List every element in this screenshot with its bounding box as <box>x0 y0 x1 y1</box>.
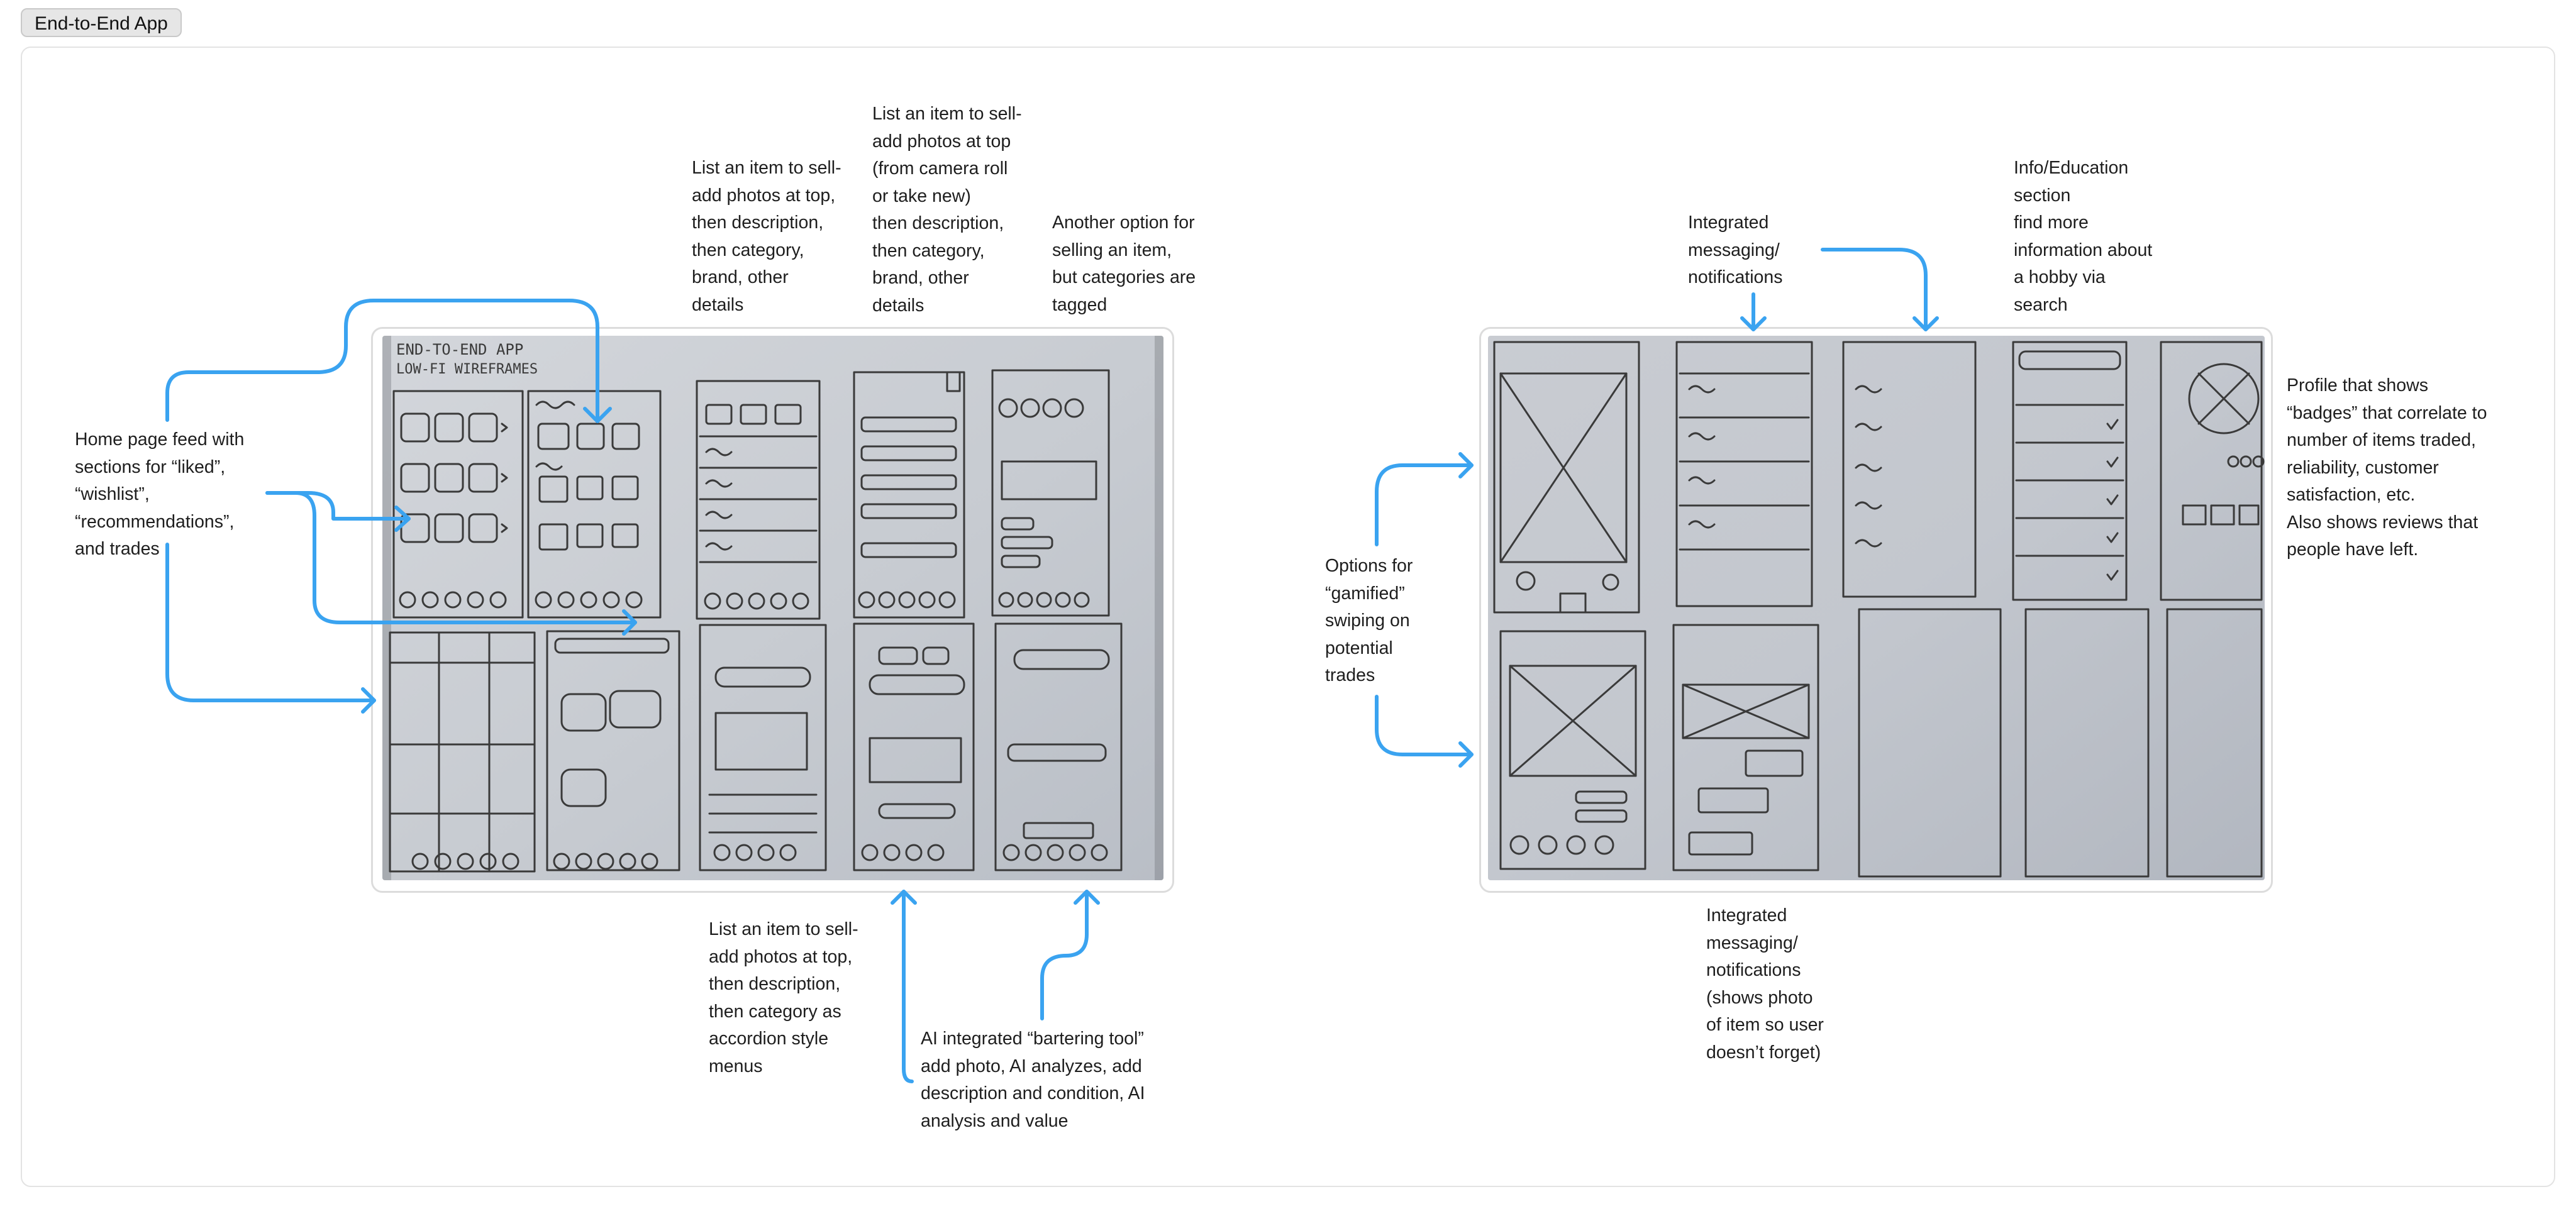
sketch-title-line1: END-TO-END APP <box>396 341 523 358</box>
left-sketch-svg: END-TO-END APP LOW-FI WIREFRAMES <box>382 336 1163 880</box>
wireframe-accordion <box>699 624 827 871</box>
note-another-option: Another option for selling an item, but … <box>1052 213 1196 315</box>
wireframe-blank-2 <box>2024 608 2150 878</box>
wireframe-blank-3 <box>2166 608 2263 878</box>
note-profile-badges: Profile that shows “badges” that correla… <box>2287 375 2487 560</box>
note-home-feed: Home page feed with sections for “liked”… <box>75 429 245 559</box>
note-list-item-1: List an item to sell- add photos at top,… <box>692 158 841 315</box>
wireframe-list-item-1 <box>696 380 821 620</box>
wireframe-info-education <box>2012 341 2128 601</box>
sketch-title-line2: LOW-FI WIREFRAMES <box>396 362 538 377</box>
note-ai-bartering-tool: AI integrated “bartering tool” add photo… <box>921 1029 1145 1131</box>
right-sketch-svg <box>1488 336 2265 880</box>
wireframe-tagged-categories <box>991 369 1110 617</box>
wireframe-profile <box>2160 341 2263 601</box>
note-list-item-2: List an item to sell- add photos at top … <box>872 104 1022 316</box>
paper-background <box>1488 336 2265 880</box>
wireframe-ai-bartering <box>853 622 975 871</box>
wireframe-messaging-photo <box>1672 624 1819 871</box>
note-accordion: List an item to sell- add photos at top,… <box>709 919 858 1076</box>
wireframe-list-item-2 <box>853 371 965 619</box>
note-gamified-swiping: Options for “gamified” swiping on potent… <box>1325 556 1413 685</box>
wireframe-ai-value <box>994 622 1123 871</box>
wireframe-gamified-swipe-2 <box>1499 630 1646 870</box>
section-title-tab[interactable]: End-to-End App <box>21 8 182 37</box>
right-wireframe-photo <box>1488 336 2265 880</box>
wireframe-swipe <box>546 630 680 871</box>
wireframe-grid <box>389 631 536 873</box>
wireframe-notifications <box>1842 341 1977 598</box>
note-messaging-top: Integrated messaging/ notifications <box>1688 213 1783 287</box>
note-info-education: Info/Education section find more informa… <box>2014 158 2153 315</box>
wireframe-messaging-1 <box>1675 341 1813 607</box>
left-wireframe-photo: END-TO-END APP LOW-FI WIREFRAMES <box>382 336 1163 880</box>
note-messaging-bottom: Integrated messaging/ notifications (sho… <box>1706 905 1824 1063</box>
wireframe-blank-1 <box>1858 608 2002 878</box>
